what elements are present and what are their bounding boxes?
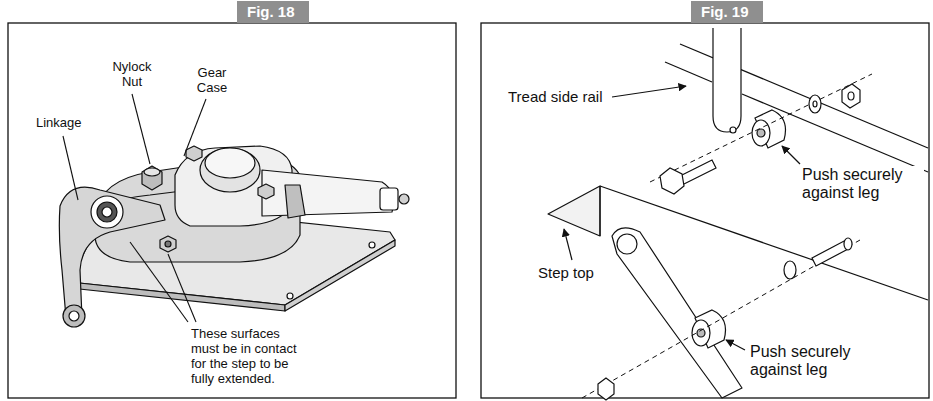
gear-motor-drawing	[59, 146, 409, 327]
leader-line	[63, 94, 206, 322]
note: These surfaces must be in contact for th…	[191, 327, 307, 387]
instruction: Push securely against leg	[750, 343, 872, 380]
step-assembly-drawing	[548, 28, 928, 398]
part-name: Linkage	[36, 116, 84, 131]
spacer	[692, 110, 786, 348]
part-name: Nylock Nut	[104, 60, 160, 90]
part-name: Tread side rail	[508, 88, 605, 105]
figure-panel	[8, 23, 456, 398]
figure-panel	[481, 23, 929, 398]
arrow-leader	[564, 86, 800, 350]
figure-number: Fig. 19	[701, 3, 749, 20]
figure-tab: Fig. 19	[691, 1, 763, 23]
part-name: Gear Case	[186, 66, 238, 96]
figure-number: Fig. 18	[247, 3, 295, 20]
axis-line	[582, 74, 872, 398]
figure-tab: Fig. 18	[237, 1, 309, 23]
instruction: Push securely against leg	[802, 166, 924, 203]
part-name: Step top	[538, 264, 596, 281]
